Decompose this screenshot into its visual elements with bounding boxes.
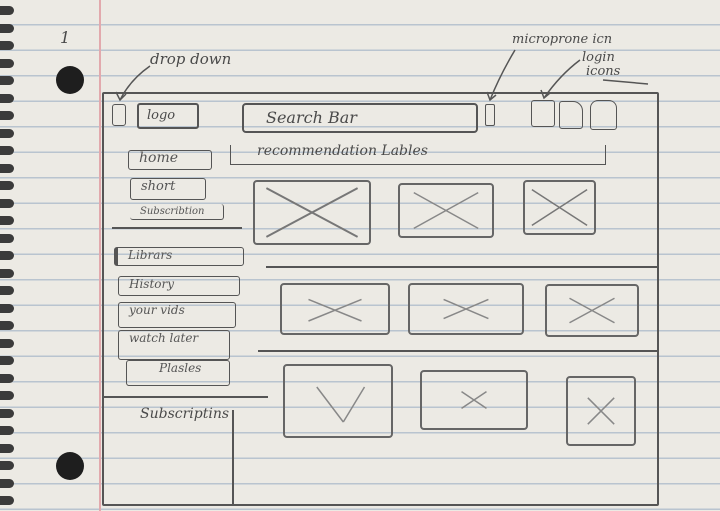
margin-line (99, 0, 101, 511)
spiral-ring (0, 443, 14, 453)
spiral-binding (0, 0, 16, 511)
search-bar[interactable]: Search Bar (242, 103, 478, 133)
video-thumbnail[interactable] (545, 284, 639, 337)
spiral-ring (0, 303, 14, 313)
spiral-ring (0, 181, 14, 190)
spiral-ring (0, 111, 14, 120)
spiral-ring (0, 41, 14, 50)
spiral-ring (0, 93, 14, 103)
login-icon-3[interactable] (590, 100, 617, 130)
spiral-ring (0, 23, 14, 33)
spiral-ring (0, 461, 14, 470)
sidebar-item-subscription[interactable]: Subscribtion (130, 204, 224, 220)
spiral-ring (0, 6, 14, 15)
row-divider-2 (258, 350, 658, 352)
spiral-ring (0, 233, 14, 243)
annotation-icons: icons (586, 64, 621, 79)
logo-box[interactable]: logo (137, 103, 199, 129)
spiral-ring (0, 321, 14, 330)
sidebar-subscriptions: Subscriptins (140, 406, 230, 422)
recommendation-labels-text: recommendation Lables (257, 143, 428, 159)
video-thumbnail[interactable] (420, 370, 528, 430)
sidebar-item-playlists[interactable]: Plasles (126, 360, 230, 386)
sidebar-item-short[interactable]: short (130, 178, 206, 200)
spiral-ring (0, 76, 14, 85)
spiral-ring (0, 128, 14, 138)
sidebar-edge (232, 410, 234, 506)
spiral-ring (0, 426, 14, 435)
spiral-ring (0, 338, 14, 348)
sidebar-divider-1 (112, 227, 242, 229)
spiral-ring (0, 408, 14, 418)
video-thumbnail[interactable] (253, 180, 371, 245)
sidebar-item-home[interactable]: home (128, 150, 212, 170)
spiral-ring (0, 251, 14, 260)
spiral-ring (0, 268, 14, 278)
spiral-ring (0, 216, 14, 225)
sidebar-item-watch-later[interactable]: watch later (118, 330, 230, 360)
spiral-ring (0, 496, 14, 505)
sidebar-item-history[interactable]: History (118, 276, 240, 296)
video-thumbnail[interactable] (398, 183, 494, 238)
login-icon-1[interactable] (531, 100, 555, 127)
wireframe-frame (102, 92, 659, 506)
sidebar-item-library[interactable]: Librars (114, 247, 244, 266)
annotation-login: login (582, 50, 615, 65)
spiral-ring (0, 391, 14, 400)
video-thumbnail[interactable] (523, 180, 596, 235)
spiral-ring (0, 373, 14, 383)
sidebar-item-your-videos[interactable]: your vids (118, 302, 236, 328)
video-thumbnail[interactable] (408, 283, 524, 335)
annotation-dropdown: drop down (150, 50, 232, 68)
spiral-ring (0, 163, 14, 173)
spiral-ring (0, 286, 14, 295)
punch-hole-top (56, 66, 84, 94)
video-thumbnail[interactable] (280, 283, 390, 335)
spiral-ring (0, 146, 14, 155)
microphone-icon[interactable] (485, 104, 495, 126)
annotation-microphone: microprone icn (512, 32, 613, 47)
sidebar-divider-2 (104, 396, 268, 398)
recommendation-labels-bar[interactable]: recommendation Lables (230, 143, 606, 165)
video-thumbnail[interactable] (283, 364, 393, 438)
spiral-ring (0, 198, 14, 208)
video-thumbnail[interactable] (566, 376, 636, 446)
logo-label: logo (147, 108, 176, 123)
search-bar-label: Search Bar (266, 108, 357, 127)
spiral-ring (0, 356, 14, 365)
punch-hole-bottom (56, 452, 84, 480)
dropdown-menu-icon[interactable] (112, 104, 126, 126)
spiral-ring (0, 58, 14, 68)
spiral-ring (0, 478, 14, 488)
page-number: 1 (60, 28, 71, 47)
login-icon-2[interactable] (559, 101, 583, 129)
row-divider-1 (266, 266, 658, 268)
